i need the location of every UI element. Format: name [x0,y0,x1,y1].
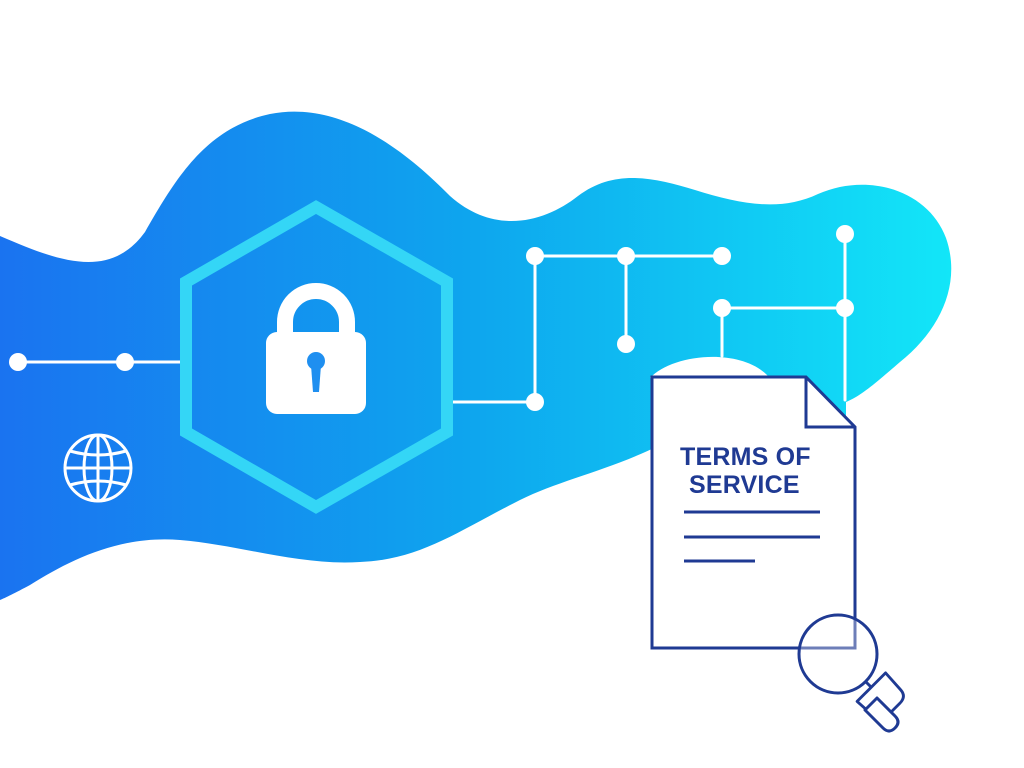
network-node [836,299,854,317]
network-node [526,393,544,411]
magnifying-glass-icon [797,613,905,733]
network-nodes [9,225,854,411]
network-node [617,247,635,265]
network-node [713,247,731,265]
network-node [526,247,544,265]
document-backdrop [650,356,770,378]
network-node [116,353,134,371]
globe-icon [63,433,133,503]
network-node [836,225,854,243]
padlock-icon [266,283,366,414]
network-node [617,335,635,353]
gradient-blob [0,111,952,601]
document-title-line-2: SERVICE [689,471,800,499]
document-title-line-1: TERMS OF [680,443,811,471]
network-node [9,353,27,371]
document-icon: TERMS OF SERVICE [650,375,857,650]
network-node [713,299,731,317]
hexagon-frame [180,200,453,514]
